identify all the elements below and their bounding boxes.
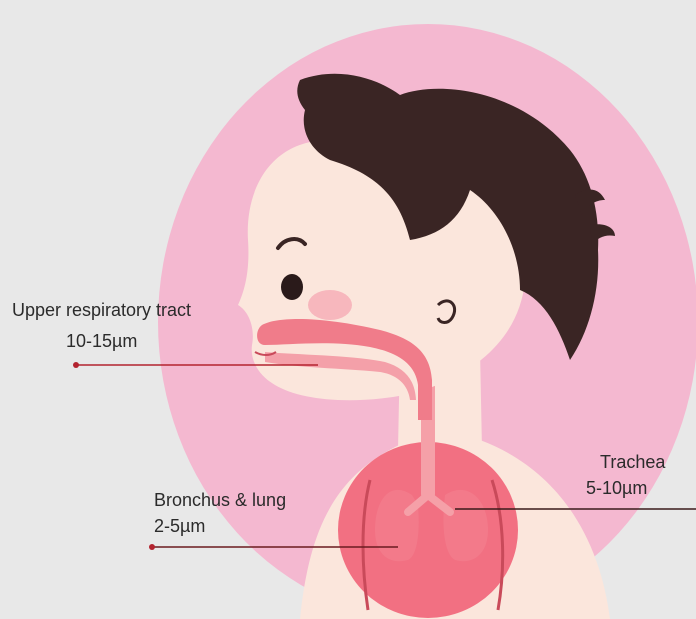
trachea-size: 5-10µm [586, 477, 647, 499]
upper-pointer-dot [73, 362, 79, 368]
ear [417, 278, 473, 342]
trachea-title: Trachea [600, 451, 665, 473]
upper-respiratory-size: 10-15µm [66, 330, 137, 352]
cheek-blush [308, 290, 352, 320]
eye [281, 274, 303, 300]
upper-respiratory-title: Upper respiratory tract [12, 299, 191, 321]
bronchus-lung-title: Bronchus & lung [154, 489, 286, 511]
bronchus-pointer-dot [149, 544, 155, 550]
bronchus-lung-size: 2-5µm [154, 515, 205, 537]
